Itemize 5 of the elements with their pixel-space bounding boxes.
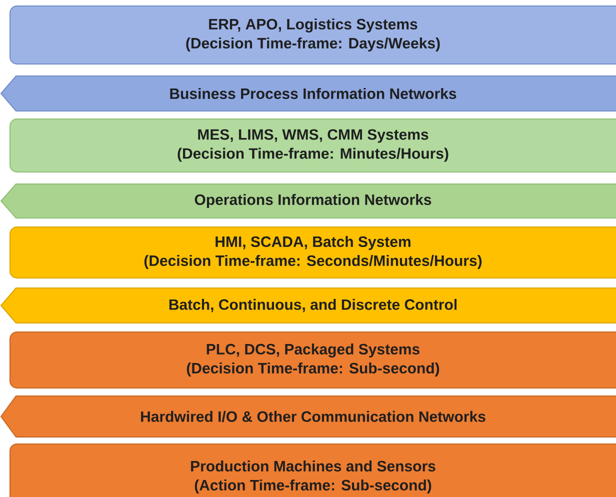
layer-box: Production Machines and Sensors (Action Time-frame: Sub-second) <box>10 444 616 497</box>
layer-box: PLC, DCS, Packaged Systems (Decision Time-frame: Sub-second) <box>10 332 616 388</box>
layer-box: HMI, SCADA, Batch System (Decision Time-frame: Seconds/Minutes/Hours) <box>10 226 616 278</box>
layer-box: MES, LIMS, WMS, CMM Systems (Decision Time-frame: Minutes/Hours) <box>10 118 616 172</box>
layer-box: ERP, APO, Logistics Systems (Decision Time-frame: Days/Weeks) <box>10 6 616 64</box>
